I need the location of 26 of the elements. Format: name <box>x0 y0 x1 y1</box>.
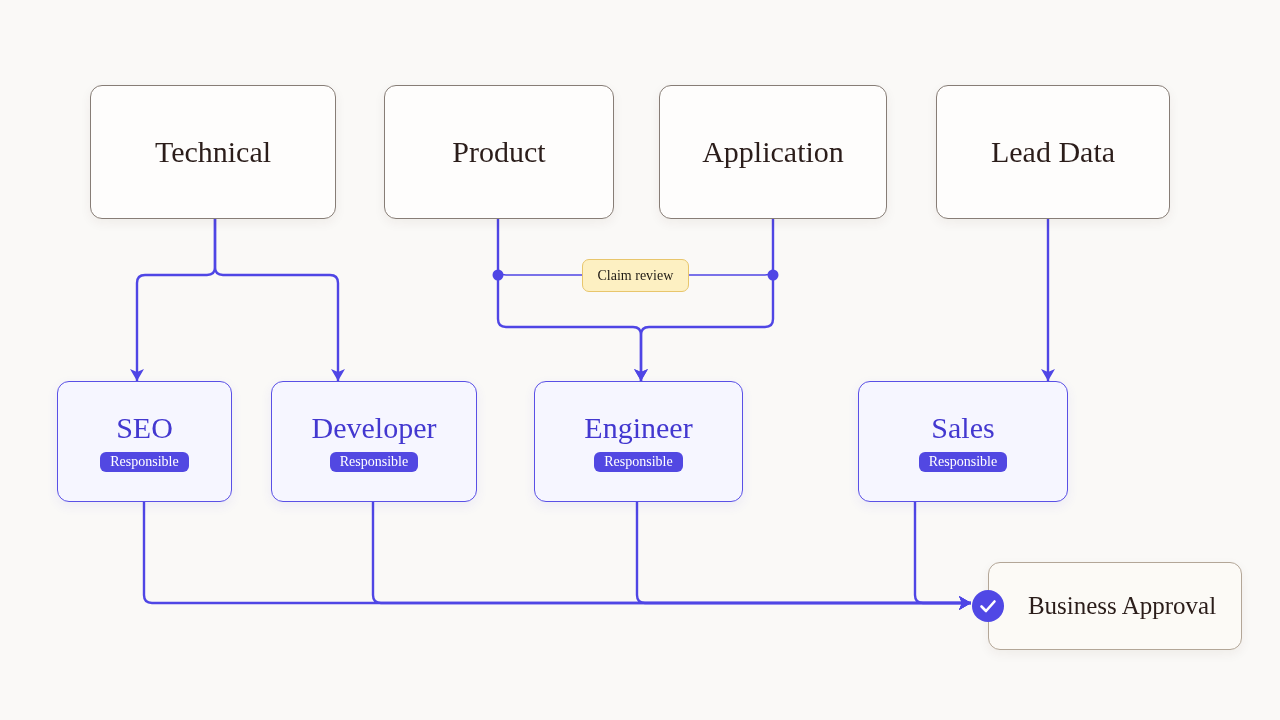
role-badge: Responsible <box>918 452 1008 472</box>
role-box <box>271 381 477 502</box>
node-label: Technical <box>154 135 272 169</box>
process-box <box>384 85 614 219</box>
arrow <box>1041 219 1055 381</box>
node-label: Lead Data <box>990 135 1116 169</box>
role-box <box>57 381 232 502</box>
node-label: Business Approval <box>1027 592 1217 620</box>
node-label: Product <box>452 135 546 169</box>
node-label: SEO <box>116 411 173 445</box>
role-badge: Responsible <box>594 452 683 472</box>
role-box <box>534 381 743 502</box>
edge-label: Claim review <box>581 258 690 292</box>
role-badge: Responsible <box>100 452 189 472</box>
node-label: Application <box>702 135 844 169</box>
arrow <box>634 219 775 381</box>
arrow <box>213 219 345 381</box>
node-label: Sales <box>931 411 995 445</box>
process-box <box>90 85 336 219</box>
node-label: Engineer <box>584 411 693 445</box>
arrow <box>913 502 971 610</box>
role-box <box>858 381 1068 502</box>
process-box <box>659 85 887 219</box>
role-badge: Responsible <box>329 452 419 472</box>
node-label: Developer <box>311 411 437 445</box>
process-box <box>936 85 1170 219</box>
